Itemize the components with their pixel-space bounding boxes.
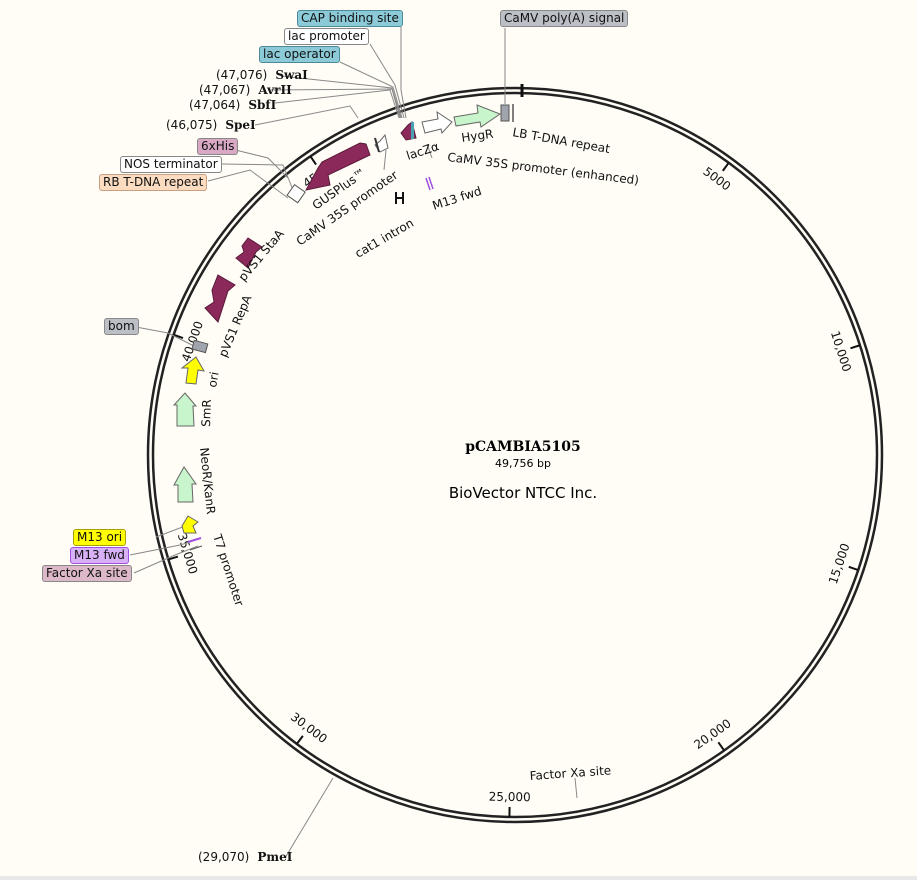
camv-polya-label[interactable]: CaMV poly(A) signal [500,10,629,27]
plasmid-length: 49,756 bp [495,457,551,470]
tick-mark [173,333,184,339]
nos-terminator-label[interactable]: NOS terminator [120,156,222,173]
site-name: PmeI [257,850,293,864]
ori-arrow[interactable] [180,356,205,385]
factor-xa-label[interactable]: Factor Xa site [42,565,132,582]
stab-arrow[interactable] [235,237,263,269]
tick-mark [717,741,725,752]
hygr-label: HygR [460,127,494,145]
camv-enh-label: CaMV 35S promoter (enhanced) [447,150,640,187]
smr-label: SmR [199,399,214,427]
neor-arrow[interactable] [173,466,197,503]
cap-binding-site-label[interactable]: CAP binding site [297,10,403,27]
company-name: BioVector NTCC Inc. [448,484,598,502]
tick-label: 15,000 [826,542,853,586]
site-sbfi[interactable]: (47,064) SbfI [189,98,276,112]
site-position: (47,067) [199,83,251,97]
ori-label: ori [205,371,221,389]
rb-tdna-label[interactable]: RB T-DNA repeat [99,174,208,191]
tick-mark [848,565,859,571]
bottom-scrollbar[interactable] [0,876,917,880]
backbone-inner [151,91,879,819]
lb-label: LB T-DNA repeat [511,125,611,156]
tick-mark [309,155,317,166]
site-name: SwaI [275,68,308,82]
camv-polya-feature[interactable] [500,104,510,122]
hygr-arrow[interactable] [453,104,502,128]
tick-mark [296,735,304,745]
m13fwd-feature[interactable] [187,537,202,543]
cat1-intron-feature[interactable] [395,192,404,204]
factorxa-inner-label: Factor Xa site [529,763,611,783]
lac-promoter-label[interactable]: lac promoter [284,28,369,45]
leader-lines [129,27,578,859]
cat1-label: cat1 intron [353,216,417,261]
site-name: AvrII [258,83,292,97]
site-swai[interactable]: (47,076) SwaI [216,68,308,82]
lac-operator-label[interactable]: lac operator [259,46,340,63]
6xhis-label[interactable]: 6xHis [197,138,239,155]
bom-feature[interactable] [191,339,209,354]
tick-label: 40,000 [179,319,206,363]
smr-arrow[interactable] [172,392,198,427]
neor-label: NeoR/KanR [197,447,218,515]
m13fwd-inner-label: M13 fwd [431,184,484,213]
camv-enhanced-arrow[interactable] [421,110,453,135]
site-pmei[interactable]: (29,070) PmeI [198,850,292,864]
gusplus-arrow[interactable] [305,142,371,191]
repa-arrow[interactable] [204,274,236,323]
lac-operator-feature[interactable] [411,122,414,139]
t7-label: T7 promoter [210,532,247,608]
lacz-label: lacZα [405,139,441,163]
tick-label: 10,000 [828,329,854,373]
rb-feature[interactable] [286,183,306,204]
tick-label: 5000 [700,164,733,193]
m13-ori-label[interactable]: M13 ori [73,529,127,546]
tick-label: 25,000 [489,790,531,805]
site-spei[interactable]: (46,075) SpeI [166,118,256,132]
site-position: (29,070) [198,850,250,864]
site-position: (46,075) [166,118,218,132]
tick-mark [721,162,730,172]
site-position: (47,064) [189,98,241,112]
cat1-tick [374,137,380,153]
tick-mark [168,555,179,561]
tick-mark [850,344,861,350]
site-avrii[interactable]: (47,067) AvrII [199,83,292,97]
m13-fwd-label[interactable]: M13 fwd [70,547,129,564]
m13fwd-inner-feature[interactable] [425,177,431,191]
backbone-outer [146,86,884,824]
bom-label[interactable]: bom [104,318,139,335]
plasmid-name: pCAMBIA5105 [465,439,581,455]
site-name: SbfI [248,98,277,112]
m13fwd-inner-feature-2 [428,176,434,190]
t7-feature[interactable] [189,545,203,551]
site-position: (47,076) [216,68,268,82]
m13ori-arrow[interactable] [181,515,199,534]
site-name: SpeI [225,118,256,132]
